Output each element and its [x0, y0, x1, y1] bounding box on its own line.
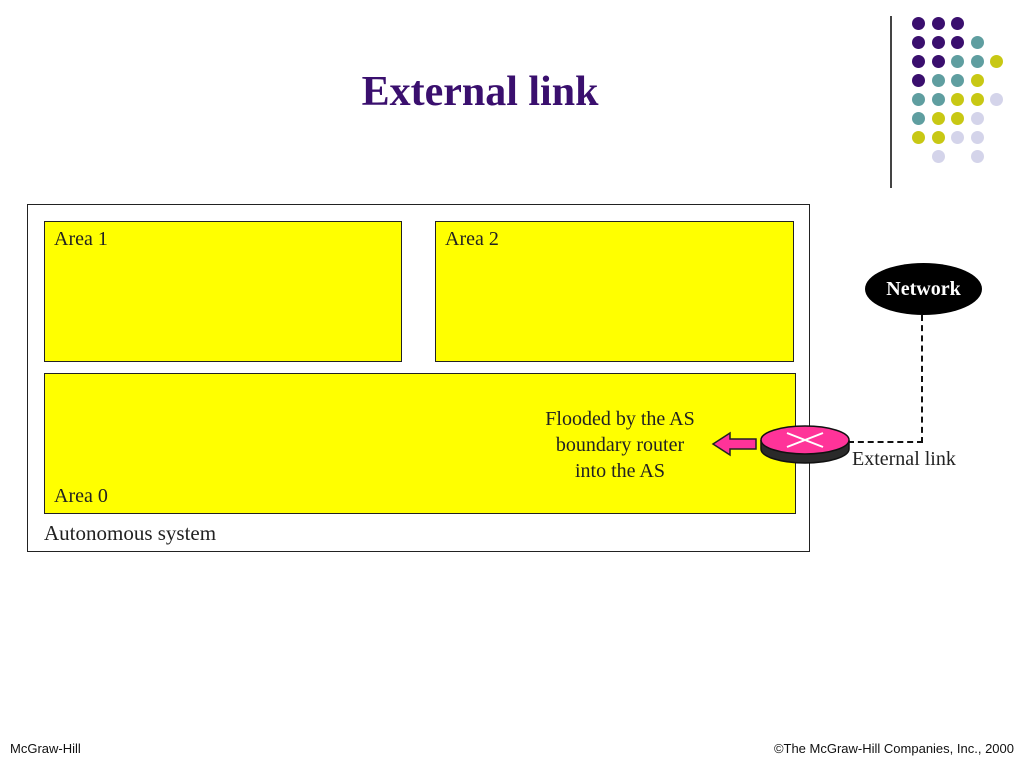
decorative-dot: [951, 36, 964, 49]
decorative-dot: [912, 17, 925, 30]
decorative-divider: [890, 16, 892, 188]
flood-arrow-icon: [711, 431, 757, 457]
decorative-dot: [970, 36, 984, 49]
decorative-dot: [931, 55, 945, 68]
external-link-label: External link: [852, 448, 956, 470]
decorative-dot: [951, 55, 964, 68]
decorative-dot: [912, 36, 925, 49]
decorative-dot: [912, 131, 925, 144]
autonomous-system-label: Autonomous system: [44, 521, 217, 545]
decorative-dot: [951, 112, 964, 125]
area-2-box: Area 2: [435, 221, 794, 362]
flood-text-line-2: boundary router: [555, 434, 685, 456]
slide-title: External link: [361, 69, 599, 115]
decorative-dot: [951, 74, 964, 87]
flood-text-line-1: Flooded by the AS: [545, 408, 695, 430]
decorative-dot: [912, 74, 925, 87]
decorative-dot: [931, 93, 945, 106]
decorative-dot: [931, 74, 945, 87]
area-2-label: Area 2: [445, 228, 499, 250]
decorative-dot: [931, 112, 945, 125]
decorative-dot: [970, 112, 984, 125]
decorative-dot: [970, 55, 984, 68]
router-icon: [760, 425, 850, 464]
decorative-dot: [912, 112, 925, 125]
decorative-dot: [951, 131, 964, 144]
area-0-box: Area 0: [44, 373, 796, 514]
decorative-dot: [931, 17, 945, 30]
decorative-dot: [931, 131, 945, 144]
flood-text-line-3: into the AS: [574, 460, 665, 482]
flood-description: Flooded by the AS boundary router into t…: [520, 406, 720, 484]
decorative-dot: [931, 36, 945, 49]
network-label: Network: [886, 277, 961, 300]
decorative-dot: [912, 55, 925, 68]
decorative-dot: [970, 131, 984, 144]
decorative-dot: [912, 93, 925, 106]
decorative-dot: [990, 55, 1003, 68]
external-link-line-vertical: [921, 315, 923, 443]
area-1-box: Area 1: [44, 221, 402, 362]
area-1-label: Area 1: [54, 228, 108, 250]
decorative-dot: [970, 150, 984, 163]
footer-copyright: ©The McGraw-Hill Companies, Inc., 2000: [773, 741, 1014, 756]
decorative-dot: [951, 17, 964, 30]
footer-publisher: McGraw-Hill: [10, 741, 81, 756]
decorative-dot: [970, 93, 984, 106]
decorative-dot: [970, 74, 984, 87]
external-link-line-horizontal: [848, 441, 923, 443]
decorative-dot: [951, 93, 964, 106]
decorative-dot: [990, 93, 1003, 106]
network-node: Network: [865, 263, 982, 315]
decorative-dot: [931, 150, 945, 163]
area-0-label: Area 0: [54, 485, 108, 507]
